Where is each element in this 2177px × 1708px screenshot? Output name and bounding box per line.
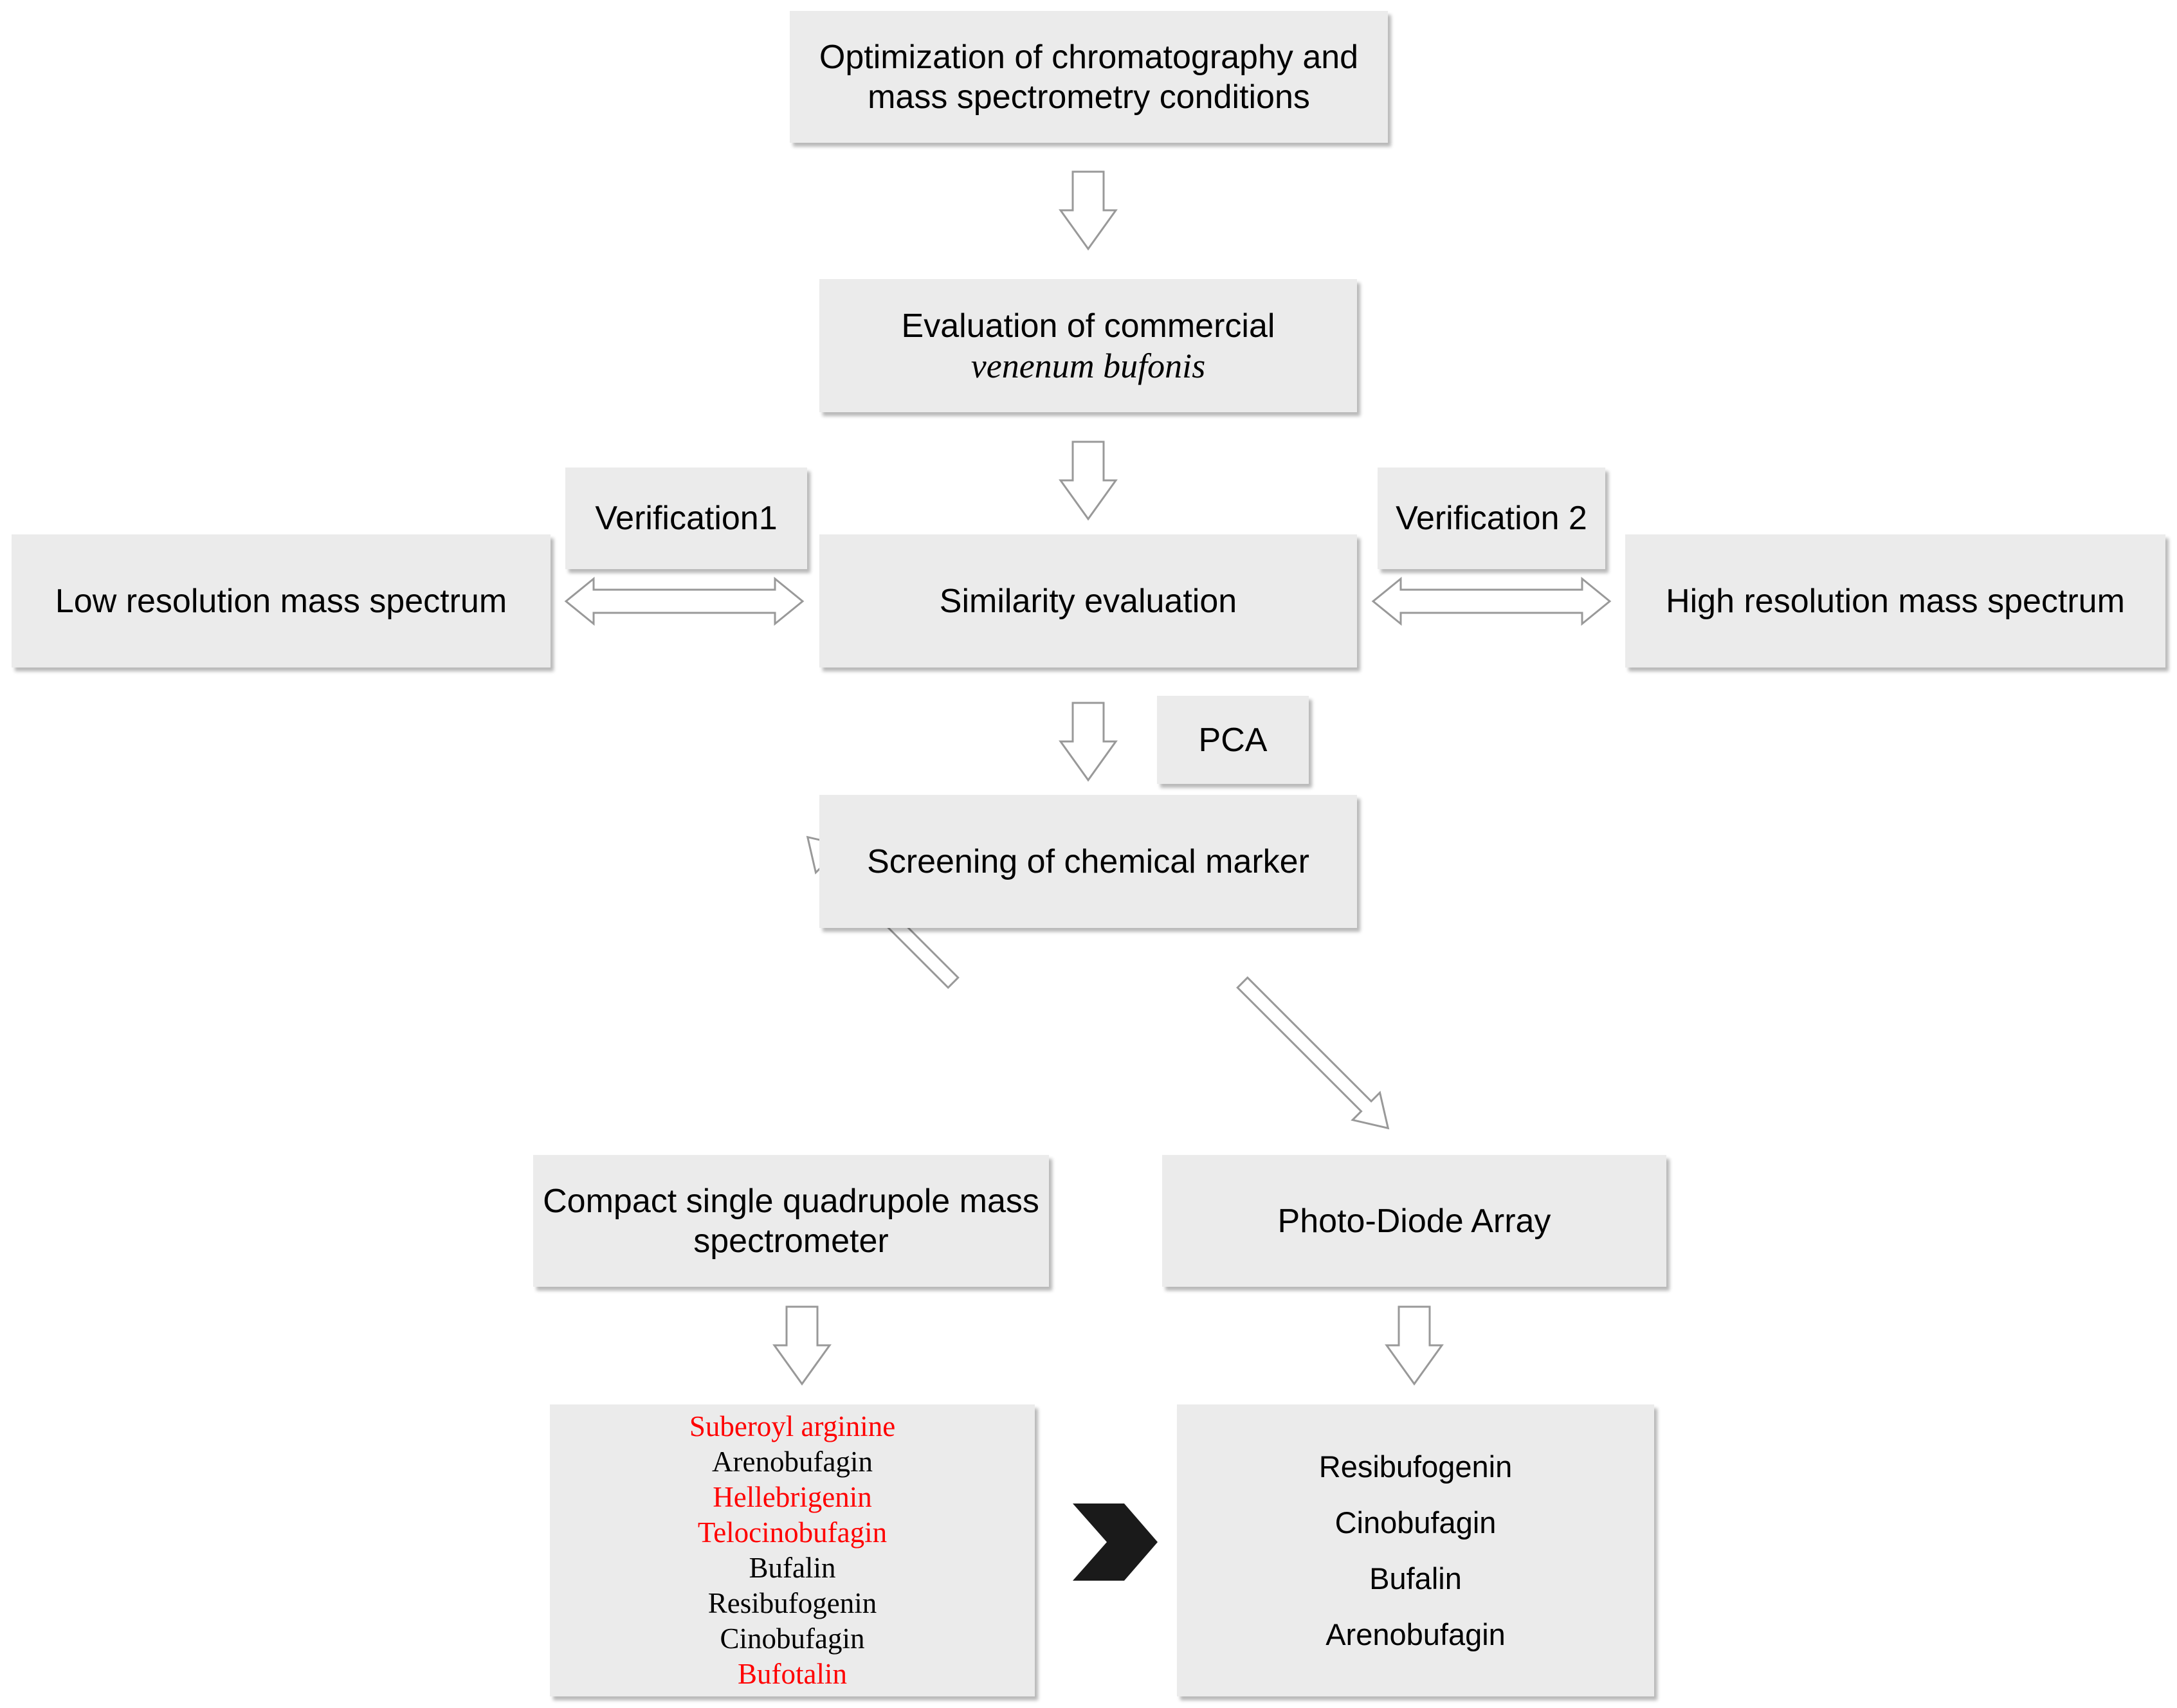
double-arrow-lowres-similarity (564, 576, 805, 626)
arrow-evaluation-to-similarity (1059, 441, 1118, 521)
quadrupole-marker-item: Telocinobufagin (697, 1516, 888, 1549)
high-resolution-box: High resolution mass spectrum (1625, 534, 2165, 668)
screening-box: Screening of chemical marker (819, 795, 1357, 928)
arrow-pda-to-markers (1385, 1305, 1444, 1386)
arrow-quadrupole-to-markers (772, 1305, 832, 1386)
pda-marker-item: Arenobufagin (1325, 1617, 1506, 1651)
similarity-evaluation-box: Similarity evaluation (819, 534, 1357, 668)
quadrupole-marker-item: Suberoyl arginine (689, 1410, 896, 1442)
evaluation-box: Evaluation of commercial venenum bufonis (819, 279, 1357, 412)
quadrupole-marker-item: Resibufogenin (707, 1587, 877, 1619)
optimization-box: Optimization of chromatography and mass … (790, 11, 1388, 143)
optimization-line-1: Optimization of chromatography and (819, 38, 1359, 76)
pda-marker-item: Bufalin (1369, 1561, 1462, 1595)
evaluation-line-2: venenum bufonis (970, 346, 1206, 385)
optimization-line-2: mass spectrometry conditions (868, 78, 1310, 116)
arrow-similarity-to-screening (1059, 702, 1118, 782)
arrow-optimization-to-evaluation (1059, 170, 1118, 251)
quadrupole-marker-item: Bufalin (749, 1552, 836, 1584)
double-arrow-similarity-highres (1371, 576, 1612, 626)
evaluation-line-1: Evaluation of commercial (901, 307, 1275, 345)
quadrupole-box: Compact single quadrupole mass spectrome… (533, 1155, 1049, 1287)
arrow-screening-to-pda (1236, 976, 1390, 1130)
low-resolution-box: Low resolution mass spectrum (12, 534, 551, 668)
chevron-right-icon (1073, 1504, 1158, 1581)
quadrupole-marker-item: Arenobufagin (712, 1446, 873, 1478)
quadrupole-marker-item: Bufotalin (738, 1658, 847, 1690)
quadrupole-marker-item: Cinobufagin (720, 1622, 865, 1655)
verification2-label: Verification 2 (1378, 468, 1605, 569)
pda-box: Photo-Diode Array (1162, 1155, 1666, 1287)
pda-marker-item: Resibufogenin (1318, 1449, 1513, 1484)
pca-label: PCA (1157, 696, 1309, 784)
quadrupole-marker-item: Hellebrigenin (713, 1481, 872, 1513)
verification1-label: Verification1 (565, 468, 807, 569)
pda-marker-item: Cinobufagin (1334, 1505, 1497, 1540)
